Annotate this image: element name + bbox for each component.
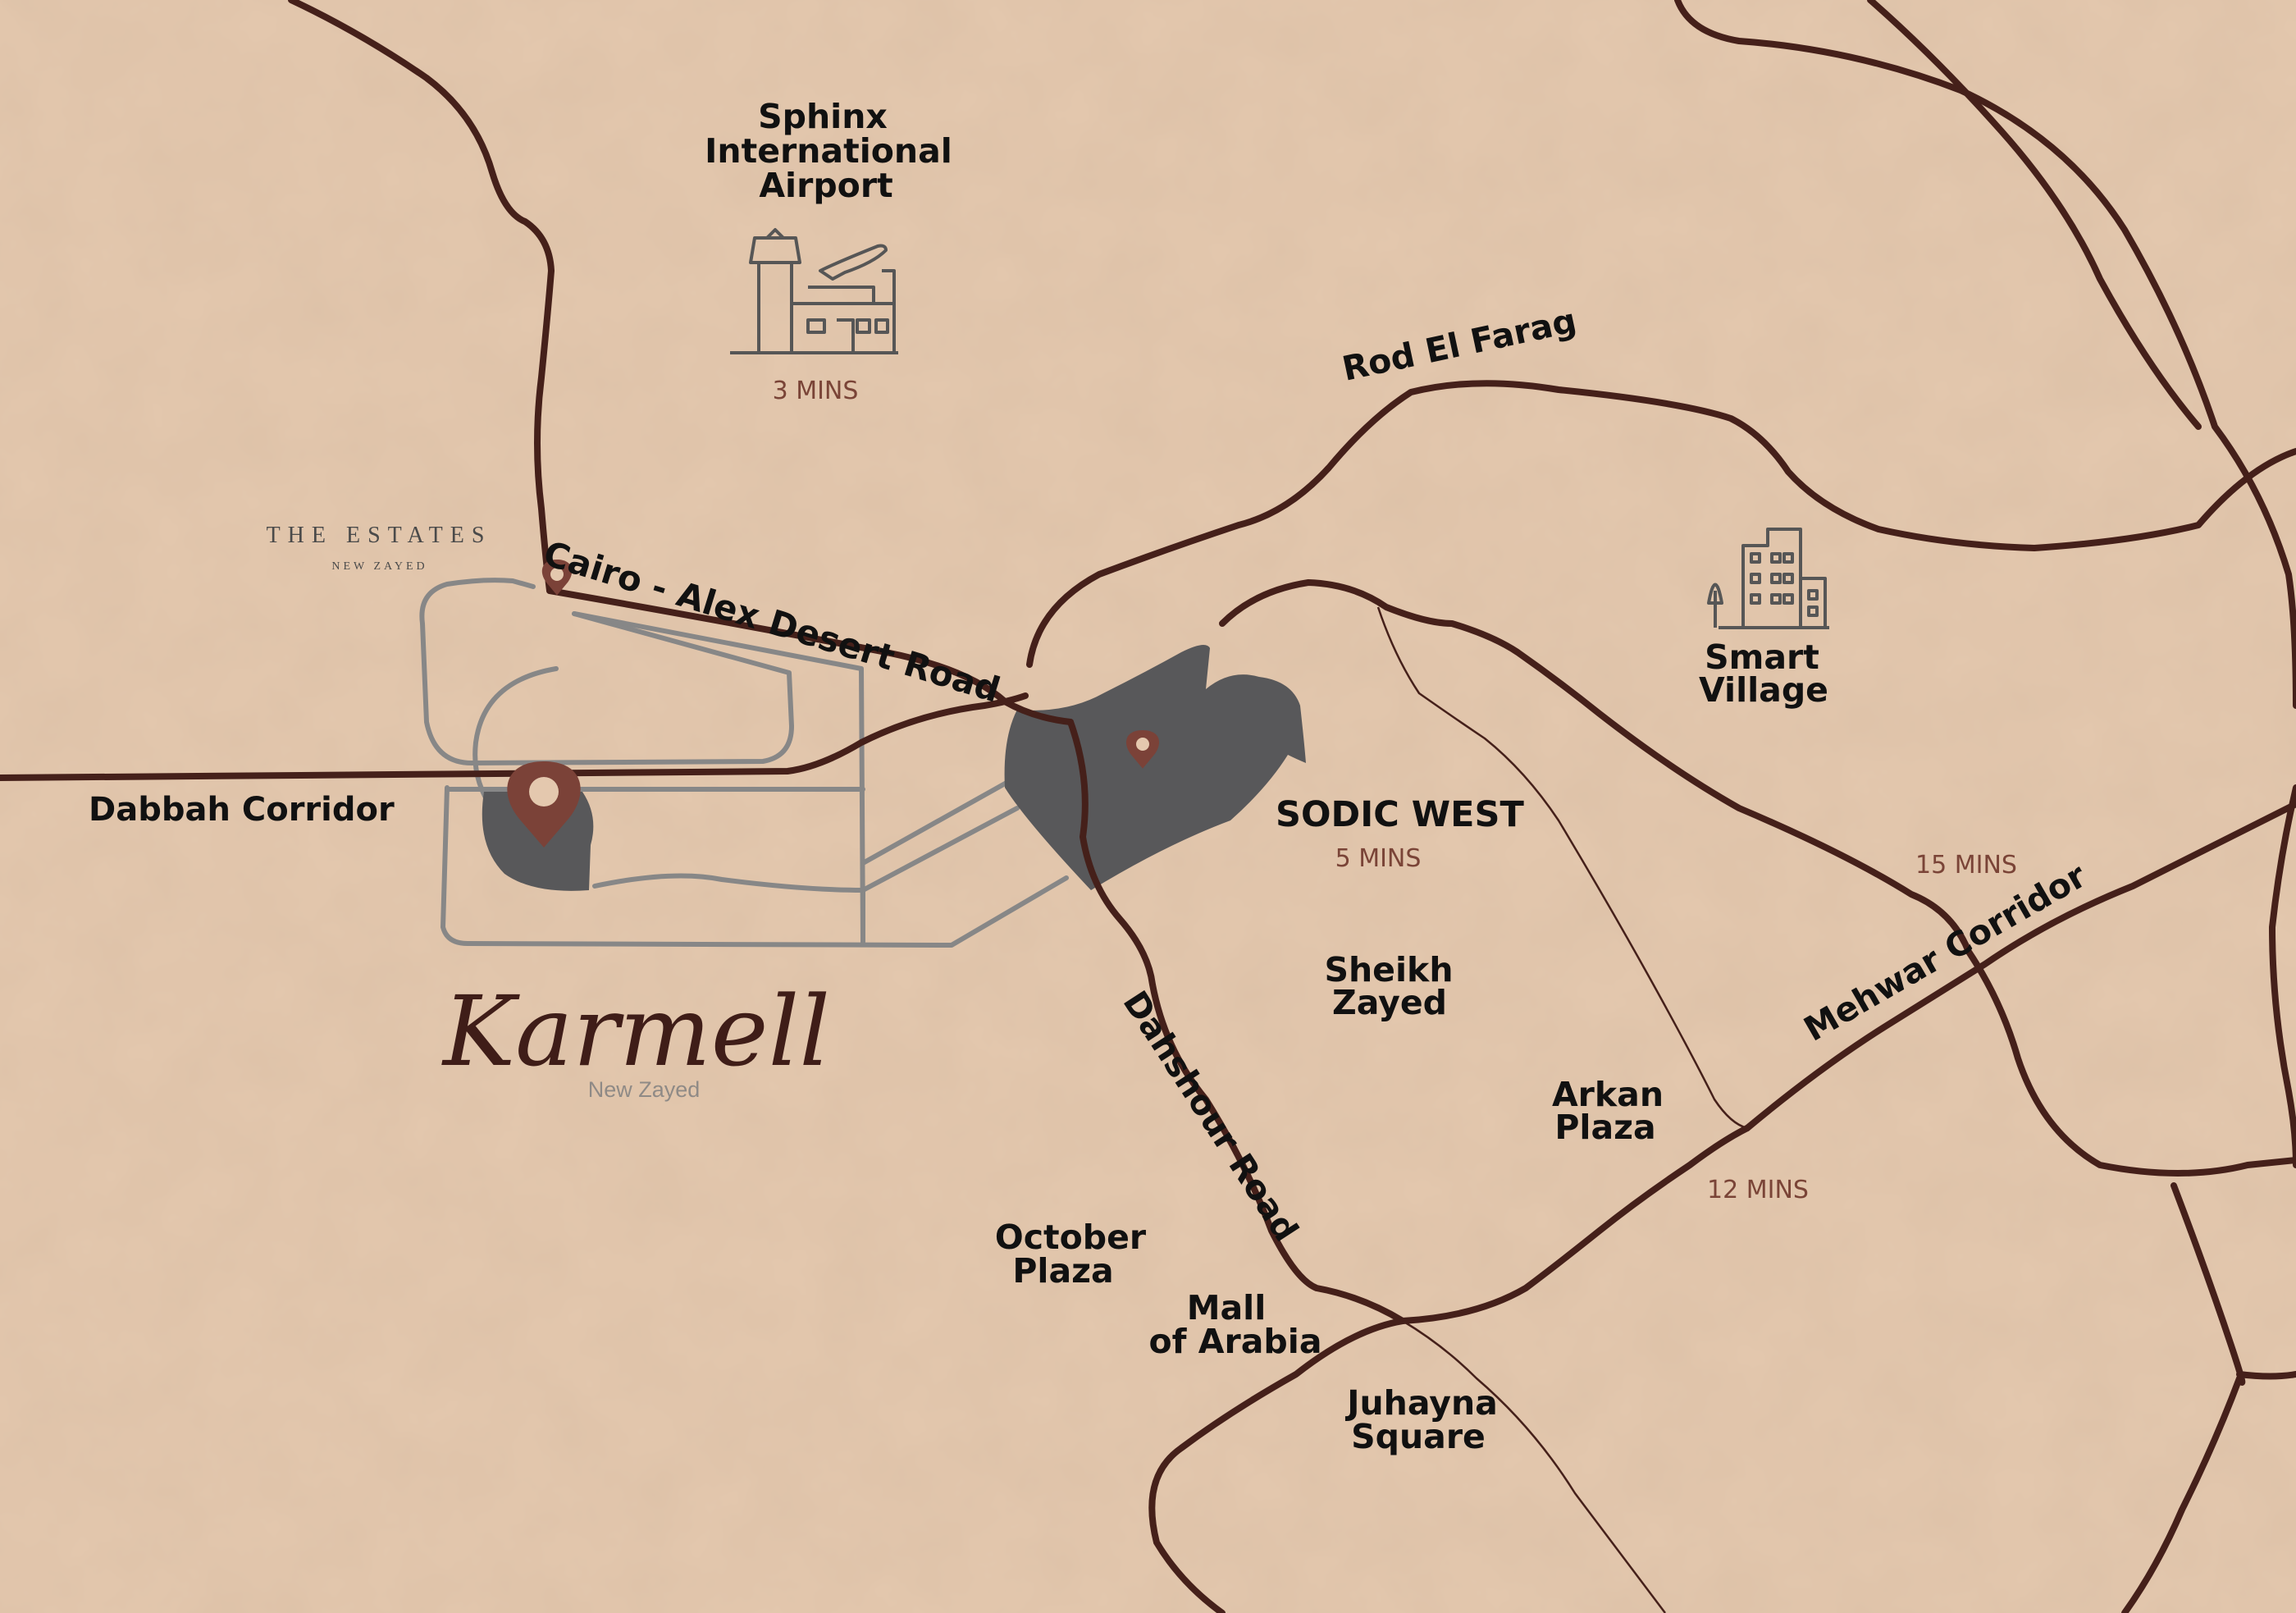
sodic-west-label[interactable]: SODIC WEST xyxy=(1276,794,1525,835)
juhayna-square-line2: Square xyxy=(1351,1417,1486,1456)
thin-road-south xyxy=(1402,1319,1666,1613)
karmell-subtitle: New Zayed xyxy=(588,1077,701,1102)
building-icon xyxy=(1707,528,1829,629)
airport-icon xyxy=(730,228,898,354)
karmell-pin-icon[interactable] xyxy=(507,761,581,848)
time-15-mins: 15 MINS xyxy=(1915,851,2017,880)
estates-logo: THE ESTATES NEW ZAYED xyxy=(267,523,492,573)
estates-pin-icon[interactable] xyxy=(541,560,573,596)
estates-subtitle: NEW ZAYED xyxy=(331,560,427,573)
mall-of-arabia-line2: of Arabia xyxy=(1149,1322,1322,1361)
time-12-mins: 12 MINS xyxy=(1707,1176,1809,1204)
arkan-plaza-line2: Plaza xyxy=(1554,1108,1655,1147)
karmell-wordmark: Karmell xyxy=(441,975,830,1088)
mall-of-arabia-label[interactable]: Mall of Arabia xyxy=(1149,1288,1322,1361)
sheikh-zayed-line2: Zayed xyxy=(1332,983,1447,1022)
smart-village-label[interactable]: Smart Village xyxy=(1699,637,1828,710)
mall-of-arabia-line1: Mall xyxy=(1187,1288,1267,1327)
sheikh-zayed-label[interactable]: Sheikh Zayed xyxy=(1324,950,1453,1022)
october-plaza-label[interactable]: October Plaza xyxy=(995,1218,1147,1291)
dabbah-corridor-label: Dabbah Corridor xyxy=(89,791,395,829)
october-plaza-line2: Plaza xyxy=(1012,1251,1113,1291)
sodic-pin-icon[interactable] xyxy=(1125,730,1160,769)
arkan-plaza-label[interactable]: Arkan Plaza xyxy=(1552,1075,1664,1147)
arkan-plaza-line1: Arkan xyxy=(1552,1075,1664,1114)
thin-road-north-south xyxy=(1376,606,1748,1130)
sheikh-zayed-line1: Sheikh xyxy=(1324,950,1453,989)
october-plaza-line1: October xyxy=(995,1218,1147,1257)
airport-label[interactable]: Sphinx International Airport xyxy=(705,97,952,205)
karmell-logo[interactable]: Karmell New Zayed xyxy=(441,975,830,1102)
sodic-west-plot[interactable] xyxy=(1004,645,1306,890)
sodic-west-time: 5 MINS xyxy=(1335,844,1422,873)
airport-label-line2: International xyxy=(705,131,952,171)
smart-village-line2: Village xyxy=(1699,670,1828,710)
airport-label-line3: Airport xyxy=(759,166,892,205)
juhayna-square-label[interactable]: Juhayna Square xyxy=(1344,1383,1498,1456)
airport-time: 3 MINS xyxy=(773,377,859,405)
juhayna-square-line1: Juhayna xyxy=(1344,1383,1498,1423)
smart-village-line1: Smart xyxy=(1705,637,1819,677)
airport-label-line1: Sphinx xyxy=(758,97,888,136)
estates-title: THE ESTATES xyxy=(267,523,492,548)
